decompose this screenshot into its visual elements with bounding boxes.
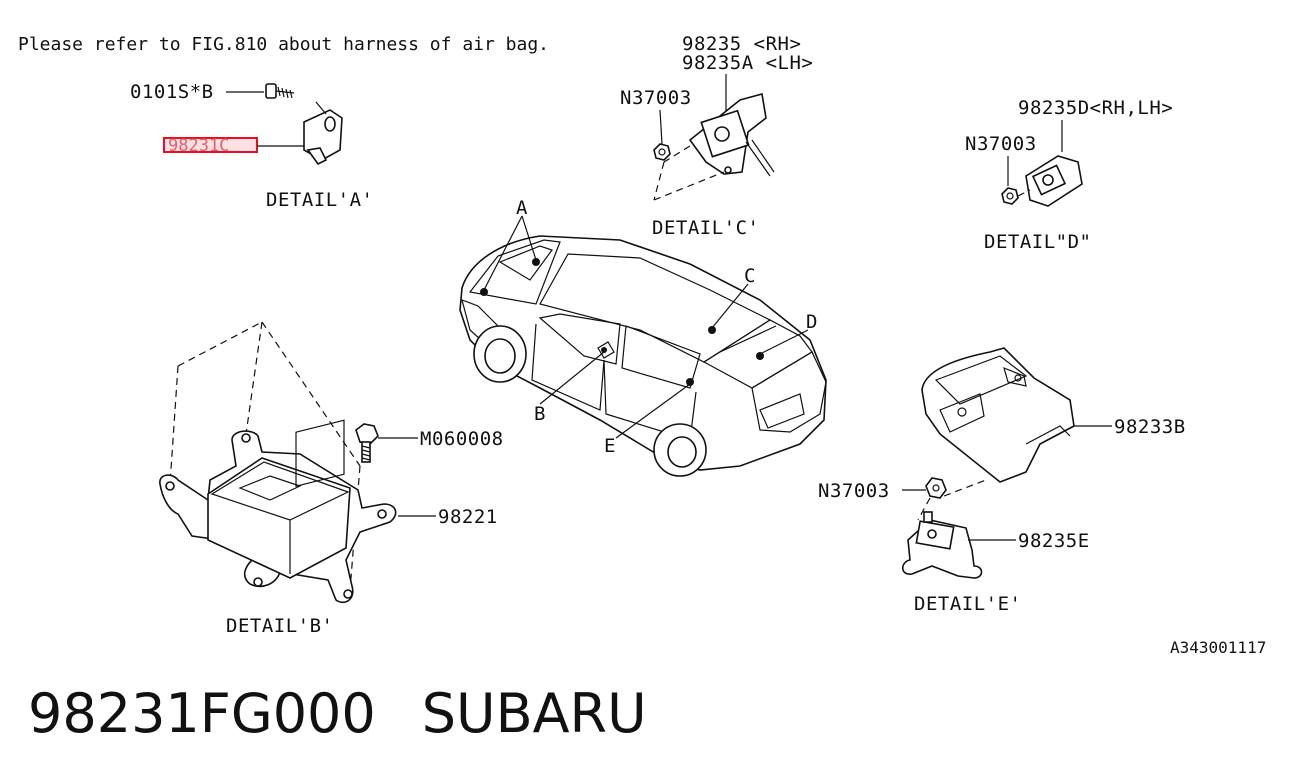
detail-d-caption: DETAIL"D"	[984, 231, 1091, 253]
callout-a[interactable]: A	[516, 197, 528, 219]
detail-a-part-label[interactable]: 98231C	[168, 136, 229, 156]
detail-d-nut-icon	[1001, 187, 1019, 205]
footer-caption: 98231FG000 SUBARU	[28, 682, 693, 745]
callout-e[interactable]: E	[604, 435, 616, 457]
detail-e-nut-icon	[925, 477, 947, 499]
callout-d[interactable]: D	[806, 311, 818, 333]
detail-e: 98233B N37003 98235E DETAIL'E'	[818, 347, 1186, 615]
detail-a-caption: DETAIL'A'	[266, 189, 373, 211]
detail-b-part-label[interactable]: 98221	[438, 506, 498, 528]
detail-d: 98235D<RH,LH> N37003 DETAIL"D"	[965, 97, 1173, 253]
detail-a: 0101S*B 98231C DETAIL'A'	[130, 81, 373, 211]
detail-c-nut-icon	[653, 143, 671, 161]
sensor-cover-icon	[921, 347, 1075, 483]
detail-b: M060008 98221 DETAIL'B'	[159, 321, 504, 637]
detail-a-bolt-label[interactable]: 0101S*B	[130, 81, 214, 103]
rear-side-sensor-icon	[901, 511, 983, 579]
detail-e-cover-label[interactable]: 98233B	[1114, 416, 1186, 438]
detail-b-bolt-label[interactable]: M060008	[420, 428, 504, 450]
detail-e-nut-label[interactable]: N37003	[818, 480, 890, 502]
rear-impact-sensor-icon	[1025, 155, 1083, 207]
side-airbag-sensor-icon	[688, 92, 775, 177]
detail-b-caption: DETAIL'B'	[226, 615, 333, 637]
callout-c[interactable]: C	[744, 265, 756, 287]
footer-brand: SUBARU	[421, 682, 647, 745]
detail-c-caption: DETAIL'C'	[652, 217, 759, 239]
harness-note: Please refer to FIG.810 about harness of…	[18, 34, 549, 55]
airbag-control-unit-icon	[159, 419, 397, 604]
detail-c-nut-label[interactable]: N37003	[620, 87, 692, 109]
front-impact-sensor-icon	[303, 109, 343, 166]
callout-b[interactable]: B	[534, 403, 546, 425]
detail-d-nut-label[interactable]: N37003	[965, 133, 1037, 155]
detail-c-part-rh[interactable]: 98235 <RH>	[682, 33, 801, 55]
footer-part-number: 98231FG000	[28, 682, 376, 745]
detail-c: 98235 <RH> 98235A <LH> N37003 DETAIL'C'	[620, 33, 813, 239]
drawing-id: A343001117	[1170, 638, 1266, 657]
detail-a-bolt-icon	[265, 83, 295, 99]
detail-e-caption: DETAIL'E'	[914, 593, 1021, 615]
detail-c-part-lh[interactable]: 98235A <LH>	[682, 52, 813, 74]
detail-e-part-label[interactable]: 98235E	[1018, 530, 1090, 552]
vehicle-illustration	[459, 215, 827, 477]
detail-d-part-label[interactable]: 98235D<RH,LH>	[1018, 97, 1173, 119]
detail-a-highlight	[163, 137, 258, 153]
detail-b-bolt-icon	[355, 423, 379, 463]
